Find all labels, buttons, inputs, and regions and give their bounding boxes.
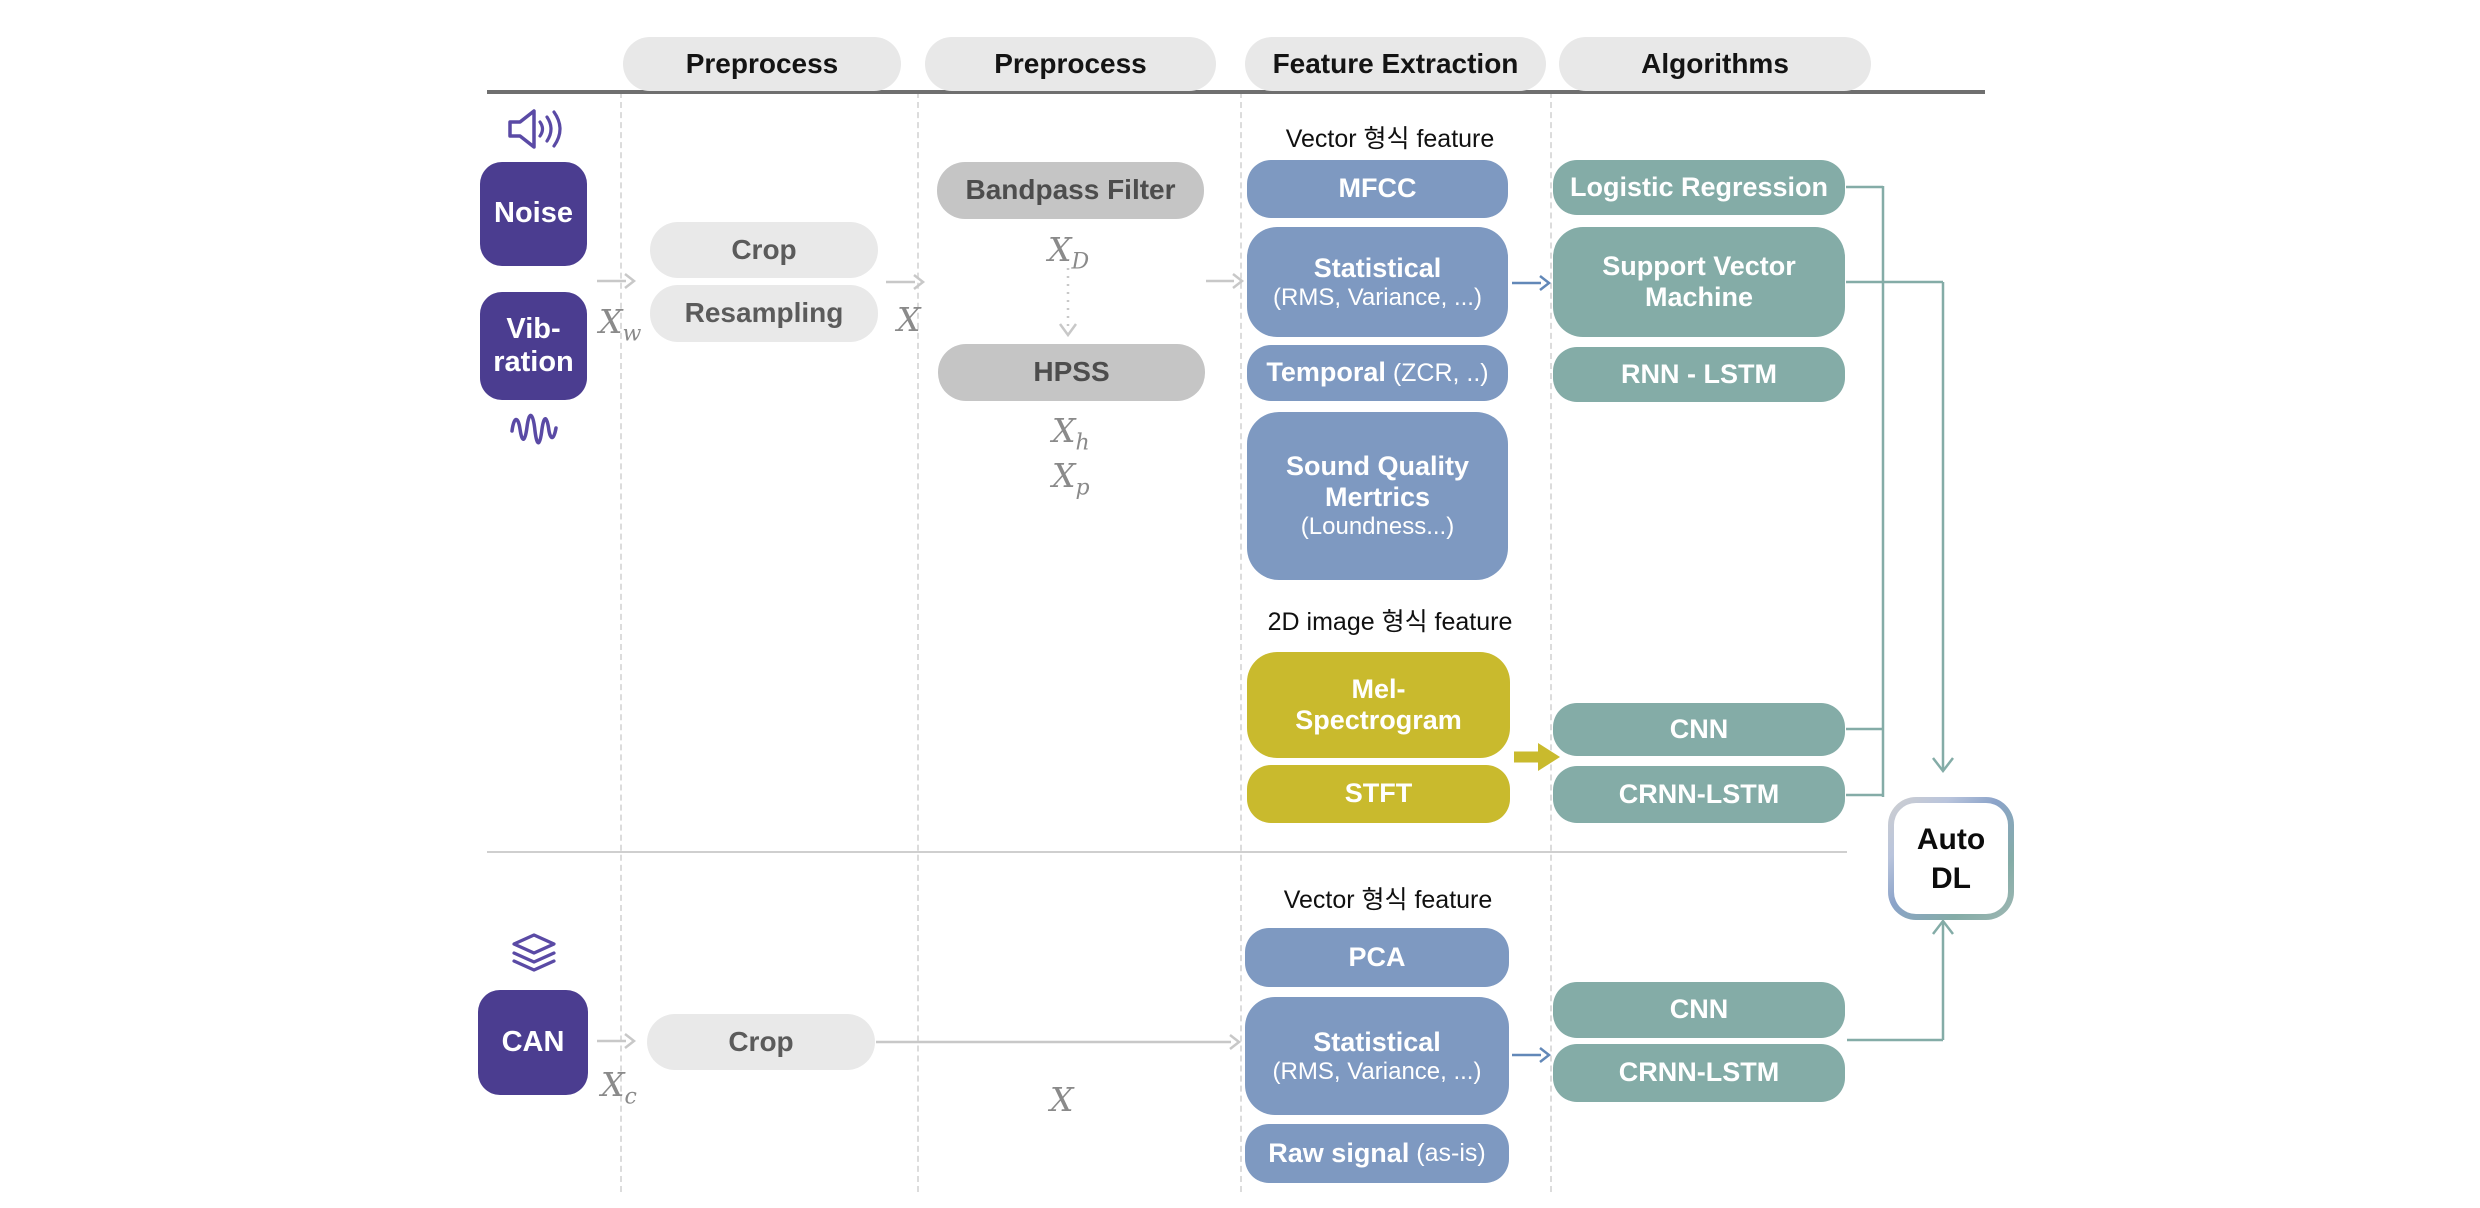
- vibration-source-box: Vib- ration: [480, 292, 587, 400]
- vibration-label: Vib- ration: [493, 312, 574, 378]
- connector-algorithms-to-autodl: [1846, 185, 1954, 797]
- cnn-box-bottom: CNN: [1553, 982, 1845, 1038]
- arrow-image-features-to-cnn: [1514, 743, 1560, 771]
- signal-x-bottom: X: [1050, 1080, 1074, 1119]
- auto-dl-label: Auto DL: [1894, 803, 2008, 914]
- bandpass-label: Bandpass Filter: [965, 174, 1176, 206]
- mfcc-box: MFCC: [1247, 160, 1508, 218]
- arrow-bandpass-to-hpss: [1058, 268, 1078, 338]
- waveform-icon: [510, 413, 558, 445]
- crnn-lstm-box-top: CRNN-LSTM: [1553, 766, 1845, 823]
- statistical-box-top: Statistical (RMS, Variance, ...): [1247, 227, 1508, 337]
- auto-dl-box: Auto DL: [1888, 797, 2014, 920]
- arrow-can-to-crop: [597, 1033, 637, 1049]
- signal-x-top: X: [897, 300, 921, 339]
- crop-label: Crop: [728, 1025, 794, 1057]
- column-divider-2: [917, 92, 919, 1192]
- hpss-box: HPSS: [938, 344, 1205, 401]
- crnn-lstm-box-bottom: CRNN-LSTM: [1553, 1044, 1845, 1102]
- noise-label: Noise: [494, 197, 573, 230]
- mel-spectrogram-box: Mel- Spectrogram: [1247, 652, 1510, 758]
- stft-box: STFT: [1247, 765, 1510, 823]
- header-label: Preprocess: [994, 47, 1147, 79]
- arrow-sources-to-crop: [597, 273, 637, 289]
- pca-box: PCA: [1245, 928, 1509, 987]
- resampling-label: Resampling: [684, 297, 844, 329]
- crop-box-top: Crop: [650, 222, 878, 278]
- layers-icon: [512, 933, 556, 972]
- can-source-box: CAN: [478, 990, 588, 1095]
- header-label: Preprocess: [685, 47, 839, 79]
- crop-box-bottom: Crop: [647, 1014, 875, 1070]
- arrow-crop-to-features-bottom: [876, 1034, 1242, 1050]
- sound-quality-metrics-box: Sound Quality Mertrics (Loundness...): [1247, 412, 1508, 580]
- header-preprocess-1: Preprocess: [623, 37, 901, 91]
- mfcc-label: MFCC: [1338, 173, 1417, 204]
- section-divider: [487, 851, 1847, 853]
- crop-label: Crop: [731, 233, 797, 265]
- image-feature-label: 2D image 형식 feature: [1267, 608, 1513, 636]
- speaker-icon: [508, 109, 562, 149]
- temporal-box: Temporal (ZCR, ..): [1247, 345, 1508, 401]
- logistic-regression-box: Logistic Regression: [1553, 160, 1845, 215]
- vector-feature-label-bottom: Vector 형식 feature: [1283, 886, 1493, 914]
- signal-xc: Xc: [601, 1065, 637, 1110]
- statistical-box-bottom: Statistical (RMS, Variance, ...): [1245, 997, 1509, 1115]
- bandpass-filter-box: Bandpass Filter: [937, 162, 1204, 219]
- signal-xh: Xh: [1052, 411, 1090, 456]
- hpss-label: HPSS: [1033, 356, 1110, 388]
- arrow-features-to-algorithms-top: [1512, 275, 1552, 291]
- signal-xp: Xp: [1052, 456, 1090, 501]
- header-underline: [487, 90, 1985, 94]
- header-label: Feature Extraction: [1272, 47, 1519, 79]
- header-label: Algorithms: [1641, 47, 1789, 79]
- rnn-lstm-box: RNN - LSTM: [1553, 347, 1845, 402]
- arrow-features-to-algorithms-bottom: [1512, 1047, 1552, 1063]
- svm-box: Support Vector Machine: [1553, 227, 1845, 337]
- cnn-box-top: CNN: [1553, 703, 1845, 756]
- header-feature-extraction: Feature Extraction: [1245, 37, 1546, 91]
- column-divider-4: [1550, 92, 1552, 1192]
- noise-source-box: Noise: [480, 162, 587, 266]
- column-divider-3: [1240, 92, 1242, 1192]
- header-algorithms: Algorithms: [1559, 37, 1871, 91]
- vector-feature-label-top: Vector 형식 feature: [1285, 125, 1495, 153]
- signal-xd: XD: [1048, 230, 1090, 275]
- connector-bottom-cnn-to-autodl: [1847, 918, 1954, 1042]
- raw-signal-box: Raw signal (as-is): [1245, 1124, 1509, 1183]
- arrow-preprocess-to-features: [1206, 273, 1245, 289]
- header-preprocess-2: Preprocess: [925, 37, 1216, 91]
- resampling-box: Resampling: [650, 285, 878, 342]
- can-label: CAN: [501, 1025, 565, 1058]
- column-divider-1: [620, 92, 622, 1192]
- signal-xw: Xw: [599, 302, 642, 347]
